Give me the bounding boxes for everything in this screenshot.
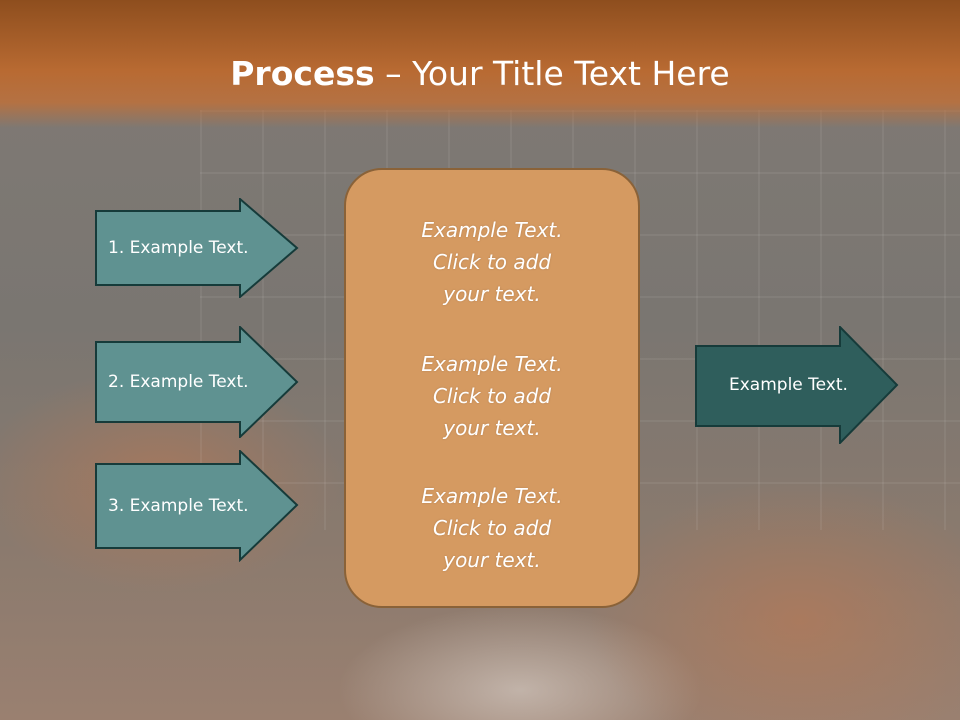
step-arrow-3[interactable]: 3. Example Text. bbox=[95, 450, 299, 562]
text-block-1: Example Text. Click to add your text. bbox=[346, 214, 638, 310]
block-1-line-3: your text. bbox=[443, 282, 541, 306]
step-label-1: 1. Example Text. bbox=[108, 238, 249, 258]
step-label-2: 2. Example Text. bbox=[108, 372, 249, 392]
block-3-line-1: Example Text. bbox=[421, 484, 563, 508]
block-1-line-1: Example Text. bbox=[421, 218, 563, 242]
center-text-box[interactable]: Example Text. Click to add your text. Ex… bbox=[344, 168, 640, 608]
arrow-right-icon bbox=[695, 326, 899, 444]
text-block-2: Example Text. Click to add your text. bbox=[346, 348, 638, 444]
output-label: Example Text. bbox=[729, 375, 848, 395]
arrow-right-icon bbox=[95, 326, 299, 438]
title-rest: – Your Title Text Here bbox=[374, 54, 730, 93]
block-1-line-2: Click to add bbox=[432, 250, 552, 274]
title-bold: Process bbox=[230, 54, 375, 93]
header-band bbox=[0, 0, 960, 128]
output-arrow[interactable]: Example Text. bbox=[695, 326, 899, 444]
slide-title[interactable]: Process – Your Title Text Here bbox=[0, 54, 960, 94]
block-2-line-2: Click to add bbox=[432, 384, 552, 408]
step-arrow-2[interactable]: 2. Example Text. bbox=[95, 326, 299, 438]
block-2-line-3: your text. bbox=[443, 416, 541, 440]
step-arrow-1[interactable]: 1. Example Text. bbox=[95, 198, 299, 298]
block-3-line-3: your text. bbox=[443, 548, 541, 572]
arrow-right-icon bbox=[95, 198, 299, 298]
text-block-3: Example Text. Click to add your text. bbox=[346, 480, 638, 576]
block-2-line-1: Example Text. bbox=[421, 352, 563, 376]
step-label-3: 3. Example Text. bbox=[108, 496, 249, 516]
block-3-line-2: Click to add bbox=[432, 516, 552, 540]
arrow-right-icon bbox=[95, 450, 299, 562]
